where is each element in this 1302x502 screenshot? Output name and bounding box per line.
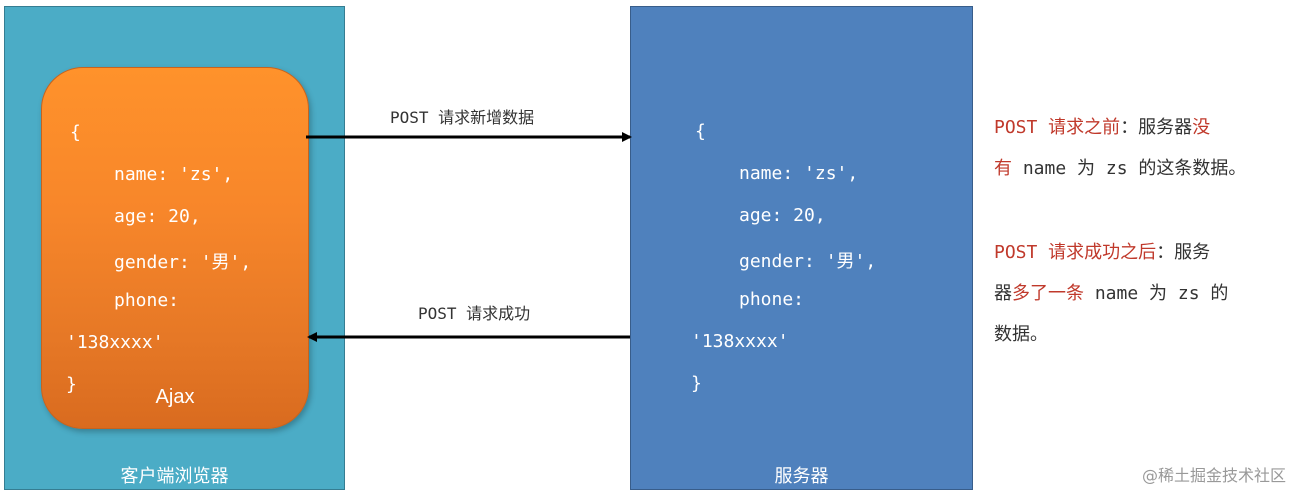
note-before-highlight-3: 有 (994, 158, 1012, 179)
note-before-request: POST 请求之前：服务器没 有 name 为 zs 的这条数据。 (994, 107, 1284, 189)
server-code-line: gender: '男', (739, 251, 877, 272)
note-after-text-2: 器 (994, 283, 1012, 304)
note-before-text: ：服务器 (1120, 117, 1193, 138)
note-before-text-2: name 为 zs 的这条数据。 (1012, 158, 1247, 179)
note-after-text: ：服务 (1156, 242, 1211, 263)
client-code-line: phone: (114, 290, 180, 311)
note-after-request: POST 请求成功之后：服务 器多了一条 name 为 zs 的 数据。 (994, 232, 1284, 355)
client-browser-caption: 客户端浏览器 (120, 466, 229, 487)
request-arrow-label: POST 请求新增数据 (390, 108, 535, 127)
server-code-line: phone: (739, 289, 805, 310)
server-caption: 服务器 (774, 466, 829, 487)
client-code-line: } (66, 374, 77, 395)
response-arrow-label: POST 请求成功 (418, 304, 531, 323)
client-code-line: name: 'zs', (114, 164, 234, 185)
client-code-line: gender: '男', (114, 252, 252, 273)
note-after-highlight-2: 多了一条 (1012, 283, 1084, 304)
note-after-highlight: POST 请求成功之后 (994, 242, 1157, 263)
client-code-line: '138xxxx' (66, 332, 164, 353)
server-code-line: { (695, 121, 706, 142)
note-before-highlight-2: 没 (1192, 117, 1211, 138)
server-code-line: '138xxxx' (691, 331, 789, 352)
ajax-label: Ajax (155, 386, 195, 408)
server-panel: { name: 'zs', age: 20, gender: '男', phon… (630, 6, 973, 490)
note-after-text-3: name 为 zs 的 (1084, 283, 1229, 304)
client-browser-panel: { name: 'zs', age: 20, gender: '男', phon… (4, 6, 345, 490)
note-after-text-4: 数据。 (994, 324, 1048, 345)
client-code-line: { (70, 122, 81, 143)
ajax-box: { name: 'zs', age: 20, gender: '男', phon… (41, 67, 309, 429)
client-code-line: age: 20, (114, 206, 201, 227)
note-before-highlight: POST 请求之前 (994, 117, 1121, 138)
watermark: @稀土掘金技术社区 (1141, 466, 1286, 485)
server-code-line: } (691, 373, 702, 394)
server-code-line: age: 20, (739, 205, 826, 226)
server-code-line: name: 'zs', (739, 163, 859, 184)
